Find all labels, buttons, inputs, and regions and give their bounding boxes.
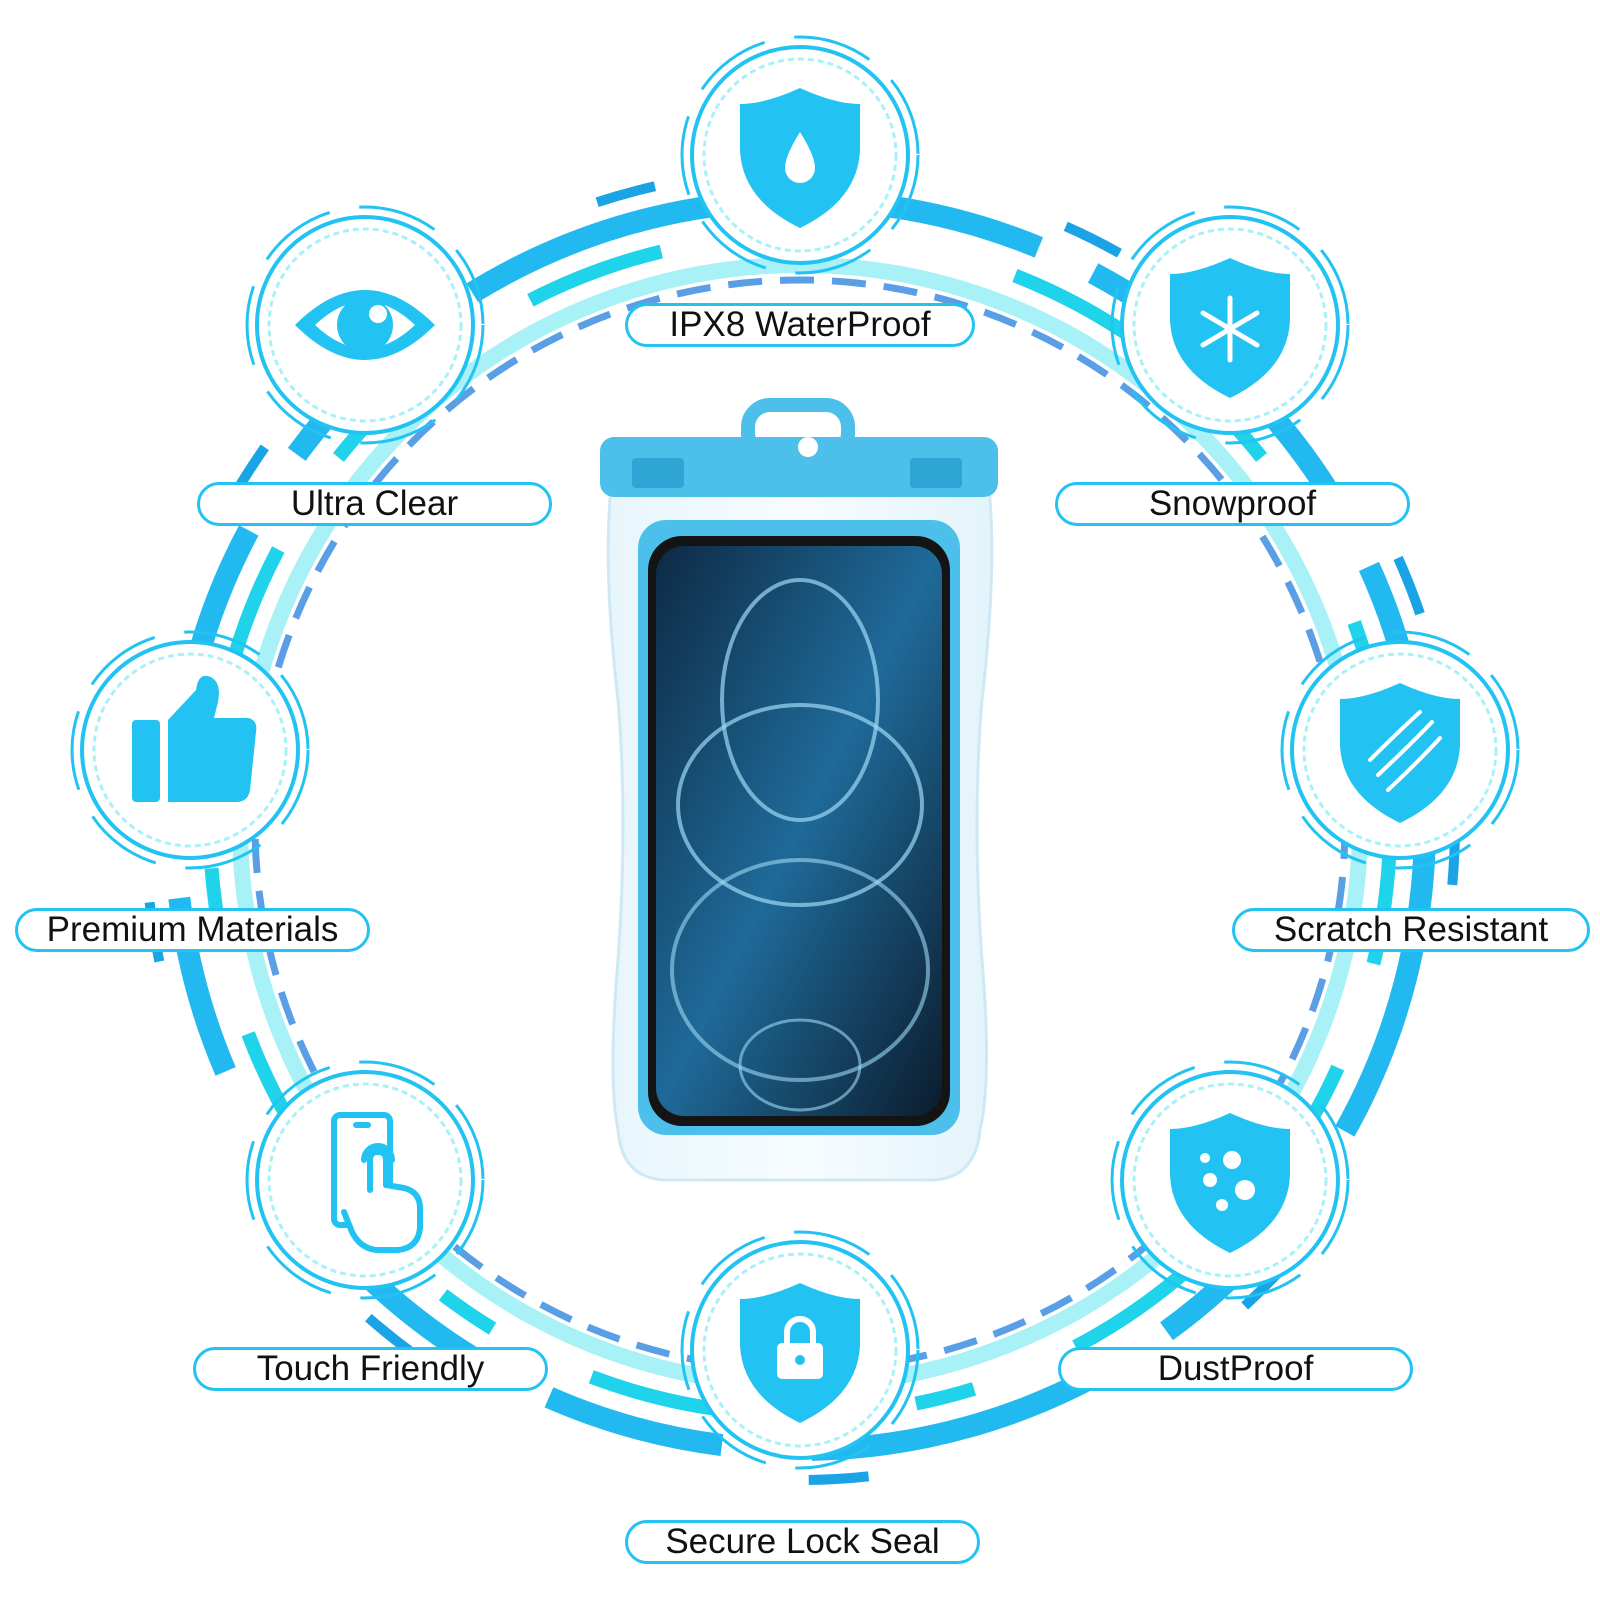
wallpaper-arc: [738, 1018, 862, 1112]
phone-screen: [656, 546, 942, 1116]
product-pouch: [600, 398, 998, 1182]
badge-touch: [245, 1060, 485, 1300]
icon-badges: [70, 35, 1520, 1470]
seal-clip-left: [632, 458, 684, 488]
eye-icon: [295, 290, 435, 360]
wallpaper-arc: [676, 703, 924, 907]
thumbs-up-icon: [132, 675, 257, 802]
label-touch: Touch Friendly: [193, 1347, 548, 1391]
label-waterproof: IPX8 WaterProof: [625, 303, 975, 347]
water-drop-shield-icon: [740, 88, 860, 228]
seal-clip-right: [910, 458, 962, 488]
badge-waterproof: [680, 35, 920, 275]
label-clear: Ultra Clear: [197, 482, 552, 526]
label-snowproof: Snowproof: [1055, 482, 1410, 526]
badge-lock: [680, 1230, 920, 1470]
label-lock: Secure Lock Seal: [625, 1520, 980, 1564]
wallpaper-arc: [720, 578, 880, 822]
badge-scratch: [1280, 630, 1520, 870]
scratch-shield-icon: [1340, 683, 1460, 823]
wallpaper-arc: [670, 858, 930, 1082]
seal-bar: [600, 437, 998, 497]
badge-materials: [70, 630, 310, 870]
padlock-shield-icon: [740, 1283, 860, 1423]
badge-clear: [245, 205, 485, 445]
badge-snowproof: [1110, 205, 1350, 445]
phone-touch-icon: [331, 1112, 423, 1253]
lanyard-hole: [798, 437, 818, 457]
label-materials: Premium Materials: [15, 908, 370, 952]
badge-dustproof: [1110, 1060, 1350, 1300]
label-dustproof: DustProof: [1058, 1347, 1413, 1391]
label-scratch: Scratch Resistant: [1232, 908, 1590, 952]
particles-shield-icon: [1170, 1113, 1290, 1253]
snowflake-shield-icon: [1170, 258, 1290, 398]
